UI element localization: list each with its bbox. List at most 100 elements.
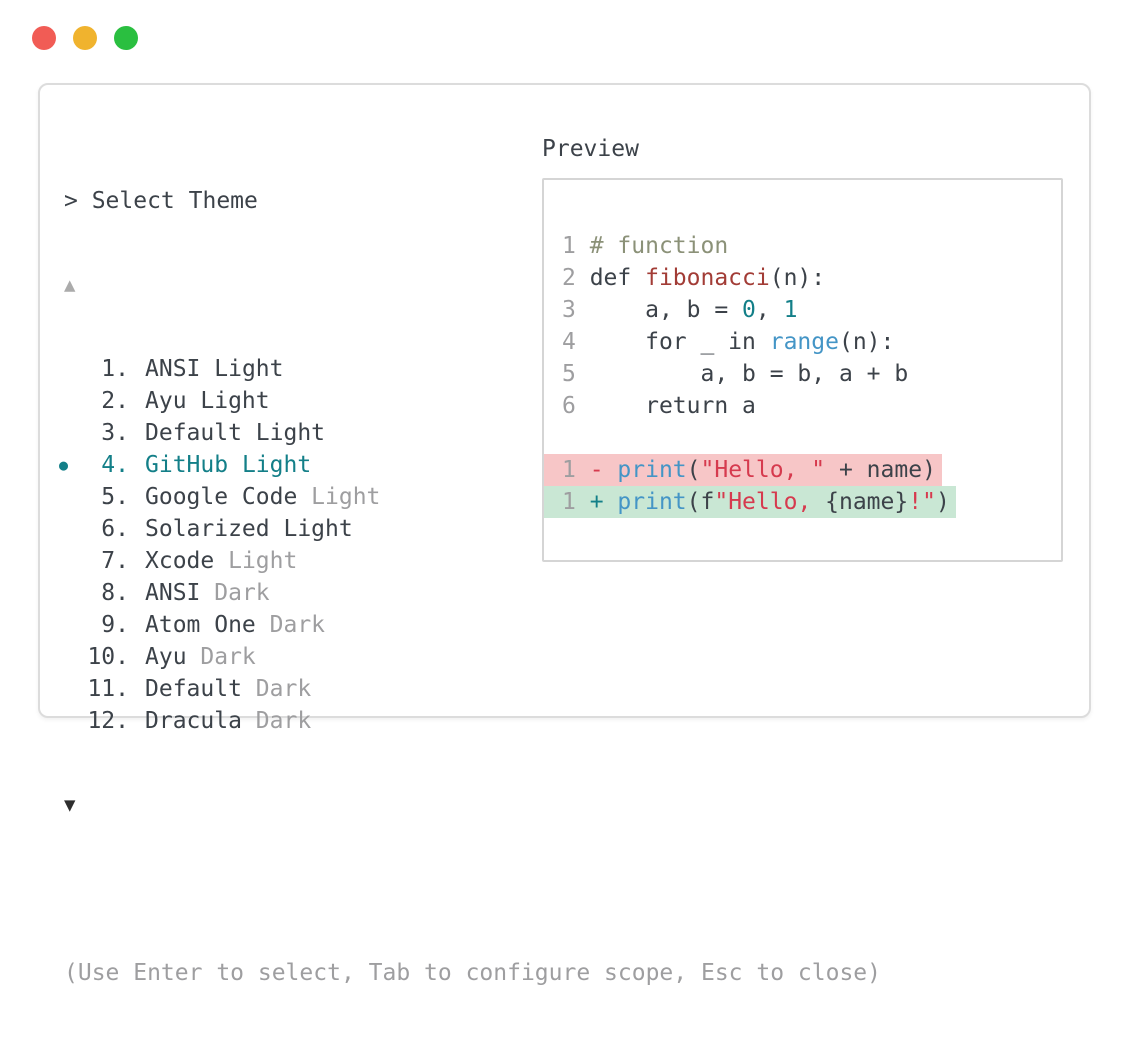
code-line-2: 2 def fibonacci(n): [544, 262, 1061, 294]
theme-option-variant: Dark [255, 676, 312, 702]
theme-option-number: 5. [101, 484, 129, 510]
theme-option-number: 7. [101, 548, 129, 574]
theme-option-label: Google Code Light [145, 484, 381, 510]
theme-option-variant: Light [241, 452, 312, 478]
line-number: 6 [562, 393, 590, 419]
code-line-5: 5 a, b = b, a + b [544, 358, 1061, 390]
code-line-6: 6 return a [544, 390, 1061, 422]
theme-option-variant: Dark [214, 580, 270, 606]
theme-option-variant: Dark [269, 612, 326, 638]
theme-option-label: Xcode Light [145, 548, 298, 574]
theme-option-variant: Light [283, 516, 353, 542]
code-token: ( [686, 457, 701, 483]
theme-option-1-ansi-light[interactable]: 1. ANSI Light [64, 353, 881, 385]
theme-option-label: Atom One Dark [145, 612, 326, 638]
line-number: 4 [562, 329, 590, 355]
bullet-placeholder [59, 577, 77, 609]
code-token: "Hello, [714, 489, 826, 515]
diff-removed-line: 1 - print("Hello, " + name) [544, 454, 1061, 486]
code-token: (f [686, 489, 715, 515]
theme-option-label: GitHub Light [145, 452, 312, 478]
code-line-4: 4 for _ in range(n): [544, 326, 1061, 358]
theme-option-10-ayu-dark[interactable]: 10. Ayu Dark [64, 641, 881, 673]
scroll-up-icon: ▲ [64, 274, 76, 296]
theme-option-5-google-code-light[interactable]: 5. Google Code Light [64, 481, 881, 513]
code-token: a, b = [589, 297, 743, 323]
theme-option-4-github-light[interactable]: ● 4. GitHub Light [59, 449, 881, 481]
code-token: "Hello, " [700, 457, 826, 483]
code-token: 0 [742, 297, 756, 323]
theme-option-11-default-dark[interactable]: 11. Default Dark [64, 673, 881, 705]
theme-option-variant: Light [200, 388, 270, 414]
theme-option-label: ANSI Dark [145, 580, 270, 606]
theme-option-variant: Dark [255, 708, 312, 734]
theme-option-number: 1. [101, 356, 129, 382]
line-number: 5 [562, 361, 590, 387]
close-button[interactable] [32, 26, 56, 50]
theme-picker-panel: > Select Theme ▲ 1. ANSI Light 2.Ayu Light… [38, 83, 1091, 986]
code-token: , [755, 297, 784, 323]
bullet-placeholder [59, 513, 77, 545]
code-blank-line [544, 422, 1061, 454]
theme-option-variant: Light [255, 420, 326, 446]
bullet-placeholder [59, 673, 77, 705]
minimize-button[interactable] [73, 26, 97, 50]
scroll-down-icon: ▼ [64, 794, 76, 816]
selected-bullet-icon: ● [59, 456, 69, 474]
theme-option-number: 8. [101, 580, 129, 606]
theme-option-number: 6. [101, 516, 129, 542]
window-controls [32, 26, 138, 50]
theme-option-variant: Dark [200, 644, 256, 670]
theme-option-3-default-light[interactable]: 3.Default Light [64, 417, 881, 449]
theme-option-label: ANSI Light [145, 356, 284, 382]
theme-option-number: 3. [101, 420, 129, 446]
code-token: + name) [825, 457, 936, 483]
bullet-placeholder [59, 705, 77, 737]
theme-option-7-xcode-light[interactable]: 7. Xcode Light [64, 545, 881, 577]
line-number: 2 [562, 265, 590, 291]
code-line-3: 3 a, b = 0, 1 [544, 294, 1061, 326]
theme-option-8-ansi-dark[interactable]: 8. ANSI Dark [64, 577, 881, 609]
line-number: 1 [562, 489, 590, 515]
code-token: 1 [783, 297, 798, 323]
select-theme-prompt: > Select Theme [64, 188, 258, 214]
theme-option-label: Dracula Dark [145, 708, 312, 734]
theme-option-number: 9. [101, 612, 129, 638]
spacer [64, 873, 881, 905]
theme-option-6-solarized-light[interactable]: 6. Solarized Light [64, 513, 881, 545]
line-number: 1 [562, 457, 590, 483]
theme-option-variant: Light [214, 356, 284, 382]
theme-option-2-ayu-light[interactable]: 2.Ayu Light [64, 385, 881, 417]
theme-option-variant: Light [311, 484, 381, 510]
theme-option-number: 11. [87, 676, 129, 702]
theme-option-number: 12. [87, 708, 129, 734]
code-token: print [617, 489, 687, 515]
code-token: a, b = b, a + b [589, 361, 909, 387]
code-token: + [589, 489, 618, 515]
bullet-placeholder [59, 353, 77, 385]
theme-option-9-atom-one-dark[interactable]: 9. Atom One Dark [64, 609, 881, 641]
bullet-placeholder [59, 545, 77, 577]
theme-option-12-dracula-dark[interactable]: 12. Dracula Dark [64, 705, 881, 737]
theme-option-label: Default Dark [145, 676, 312, 702]
zoom-button[interactable] [114, 26, 138, 50]
theme-option-label: Ayu Dark [145, 644, 256, 670]
theme-option-number: 10. [87, 644, 129, 670]
code-token: return a [589, 393, 756, 419]
code-token: fibonacci [645, 265, 770, 291]
line-number: 1 [562, 233, 590, 259]
theme-option-variant: Light [228, 548, 298, 574]
code-token: print [617, 457, 687, 483]
bullet-placeholder [59, 641, 77, 673]
bullet-placeholder [59, 385, 77, 417]
code-token: def [589, 265, 646, 291]
code-token: # function [589, 233, 729, 259]
bullet-placeholder [59, 609, 77, 641]
line-number: 3 [562, 297, 590, 323]
theme-option-number: 4. [101, 452, 129, 478]
theme-option-label: Solarized Light [145, 516, 353, 542]
code-token: for _ in [589, 329, 770, 355]
